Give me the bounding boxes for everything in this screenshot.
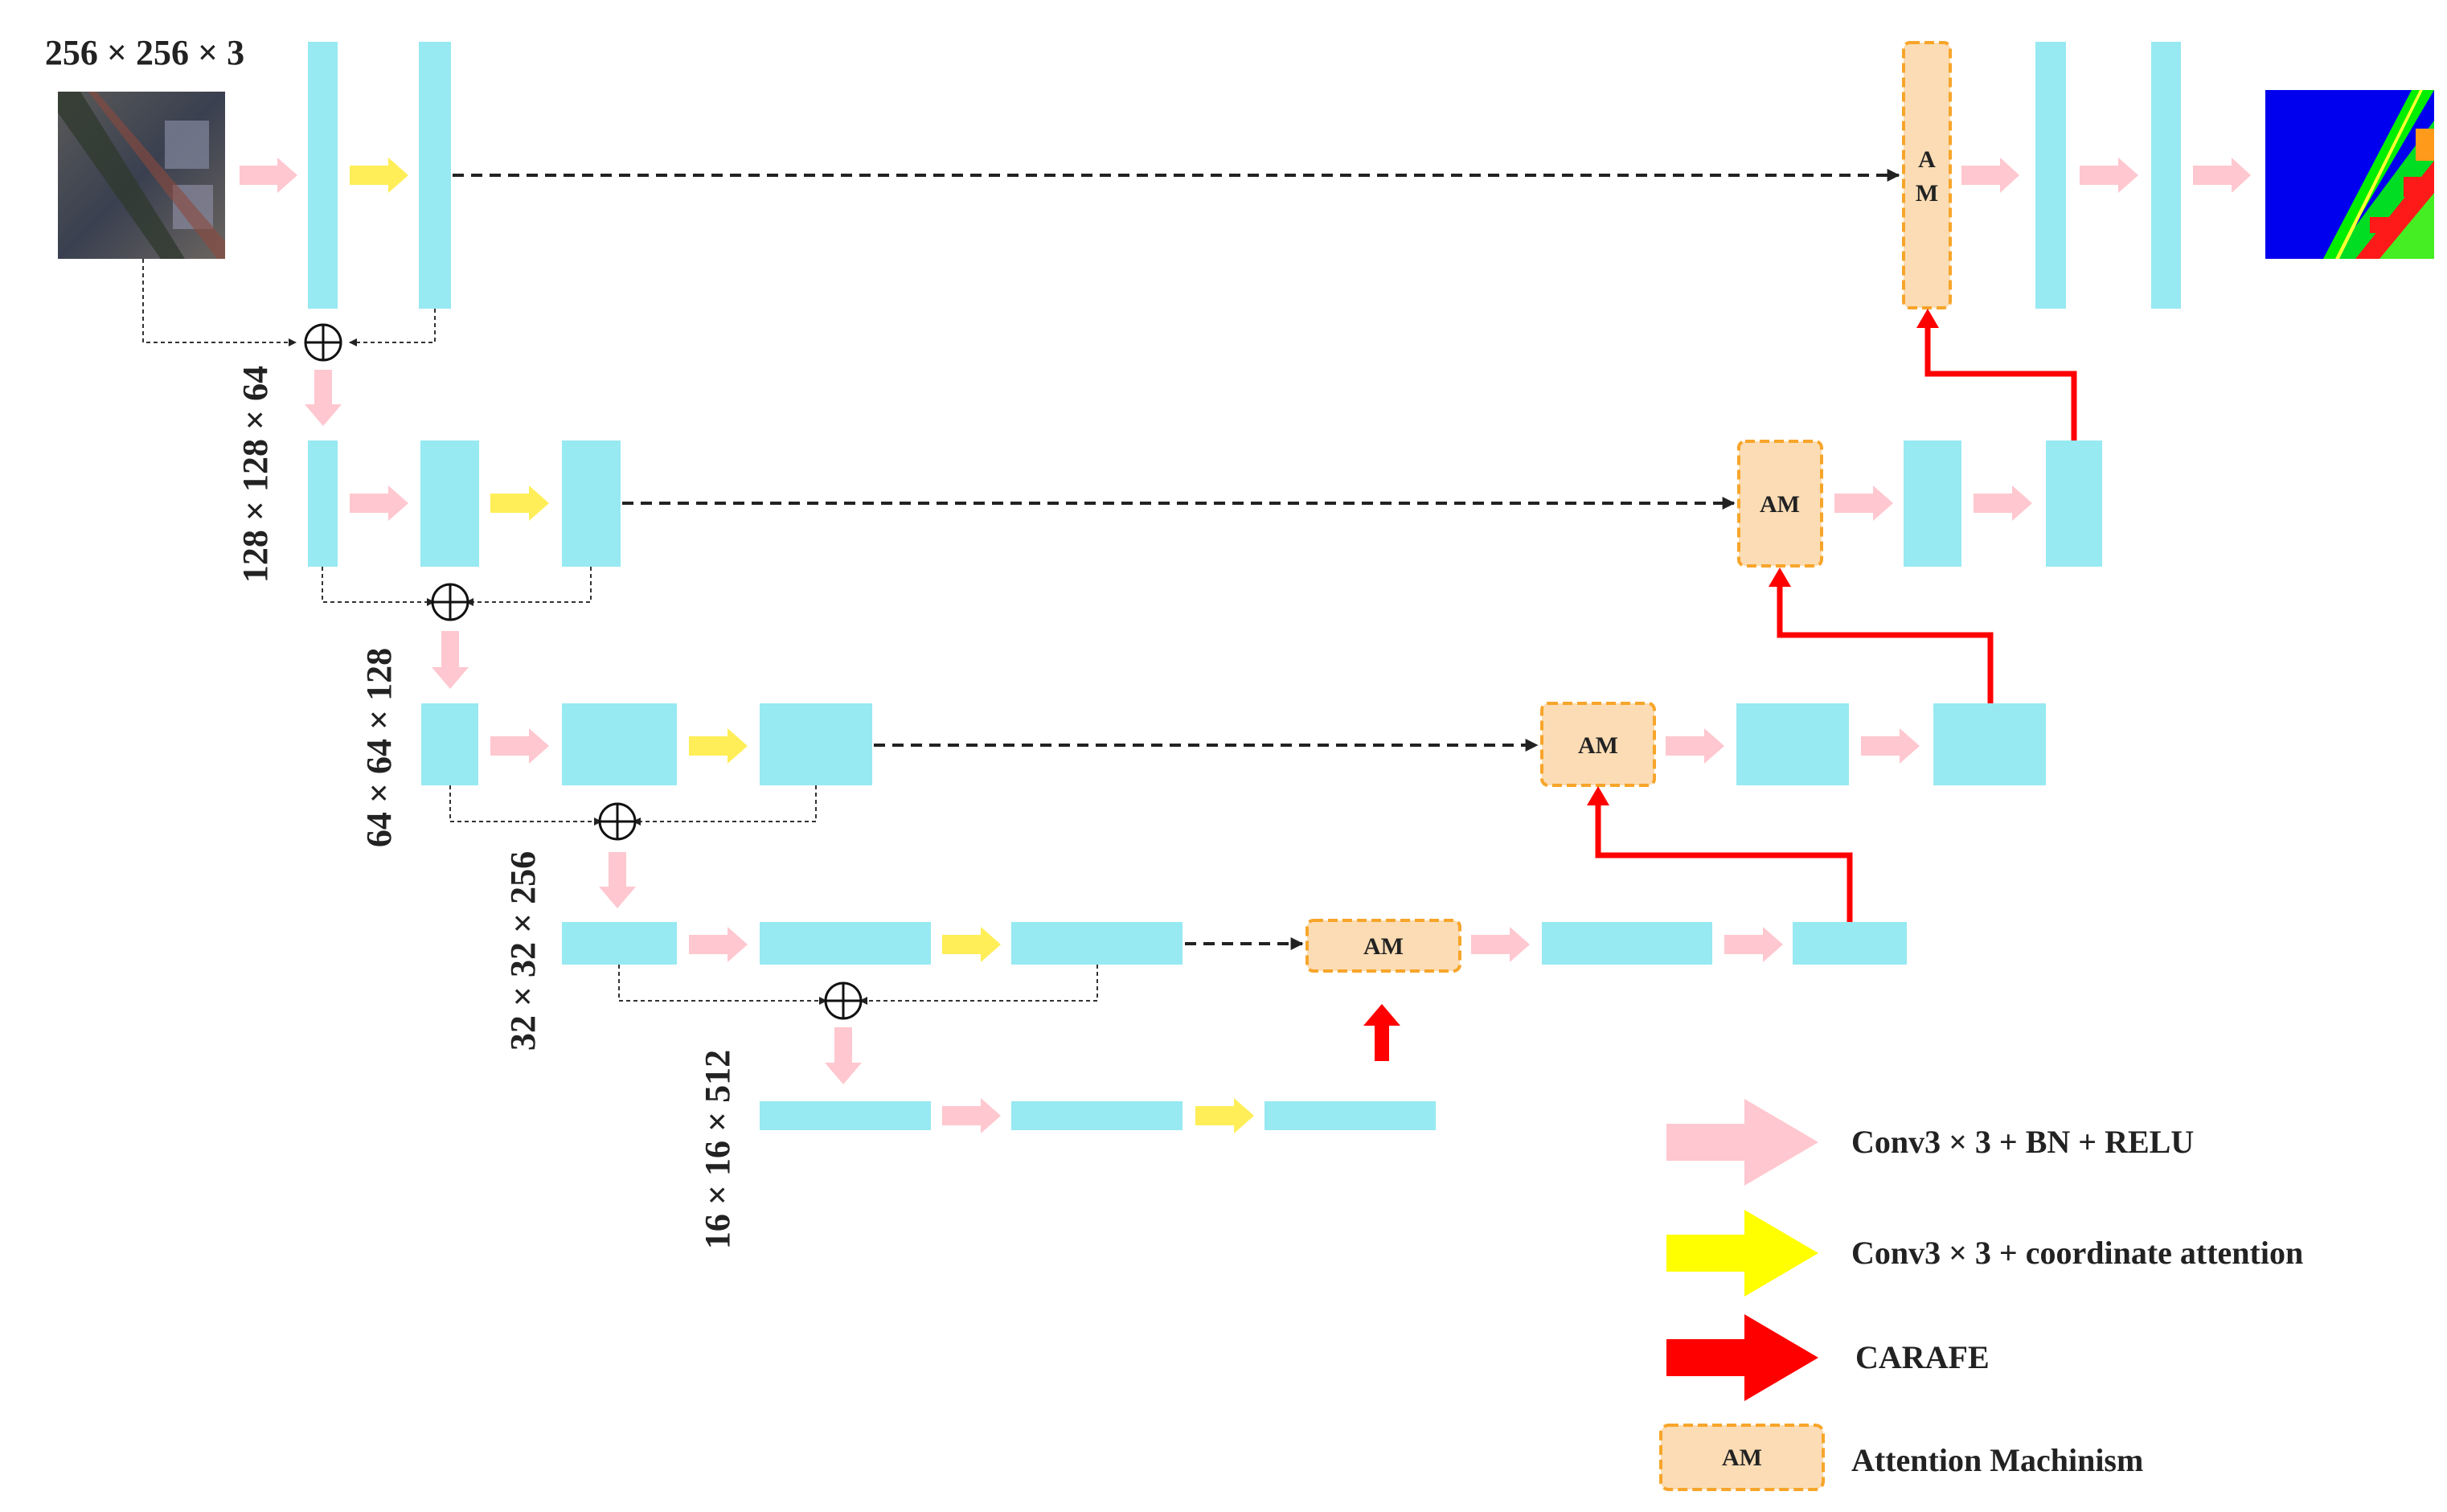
- carafe-paths: [1363, 309, 2077, 1061]
- carafe-bottleneck-up-arrow: [1363, 1004, 1400, 1061]
- dec-l1-block-2: [2151, 42, 2181, 309]
- level4-dim-label: 16 × 16 × 512: [698, 1050, 737, 1249]
- sum-icon-l3: [598, 802, 637, 841]
- dec-l4-block-1: [1542, 922, 1712, 965]
- level3-dim-label: 32 × 32 × 256: [503, 851, 543, 1051]
- am-l1-letter-a: A: [1918, 146, 1936, 173]
- legend-yellow-arrow-icon: [1666, 1210, 1818, 1297]
- enc-l4-block-2: [760, 922, 931, 965]
- enc-l4-block-3: [1011, 922, 1183, 965]
- am-box-l4: [1305, 919, 1461, 973]
- sum-icon-l4: [824, 981, 863, 1020]
- input-satellite-image: [58, 92, 225, 259]
- legend-coord-attention-label: Conv3 × 3 + coordinate attention: [1851, 1235, 2303, 1271]
- am-l1-letter-m: M: [1916, 180, 1938, 207]
- am-l4-label: AM: [1363, 933, 1404, 960]
- residual-connectors: [142, 259, 1098, 1005]
- sum-icon-l2: [431, 583, 469, 621]
- am-box-l3: [1540, 702, 1656, 787]
- bottleneck-block-2: [1011, 1101, 1183, 1130]
- dec-l3-block-1: [1736, 703, 1849, 785]
- output-segmentation-map: [2265, 90, 2434, 259]
- enc-l1-block-2: [419, 42, 451, 309]
- enc-l2-block-3: [562, 440, 621, 567]
- am-box-l2: [1737, 440, 1823, 568]
- sum-nodes: [304, 323, 863, 1020]
- legend-red-arrow-icon: [1666, 1314, 1818, 1401]
- legend-attention-label: Attention Machinism: [1851, 1442, 2143, 1478]
- dec-l1-block-1: [2035, 42, 2066, 309]
- dec-l2-block-2: [2046, 440, 2102, 567]
- skip-connections: [453, 169, 1900, 950]
- enc-l2-block-1: [308, 440, 338, 567]
- dec-l3-block-2: [1933, 703, 2046, 785]
- level2-dim-label: 64 × 64 × 128: [359, 648, 399, 847]
- bottleneck-block-1: [760, 1101, 931, 1130]
- pink-conv-arrows: [240, 158, 2251, 1133]
- enc-l3-block-2: [562, 703, 677, 785]
- decoder-blocks: [1542, 42, 2181, 965]
- enc-l1-block-1: [308, 42, 338, 309]
- enc-l3-block-3: [760, 703, 872, 785]
- legend-am-box-icon: [1659, 1424, 1825, 1491]
- legend-conv-bn-relu-label: Conv3 × 3 + BN + RELU: [1851, 1124, 2194, 1160]
- dec-l2-block-1: [1904, 440, 1961, 567]
- level1-dim-label: 128 × 128 × 64: [236, 366, 275, 583]
- attention-modules: A M AM AM AM: [1305, 41, 1952, 973]
- encoder-blocks: [308, 42, 1436, 1130]
- bottleneck-block-3: [1264, 1101, 1436, 1130]
- legend: Conv3 × 3 + BN + RELU Conv3 × 3 + coordi…: [1659, 1099, 2303, 1491]
- enc-l3-block-1: [421, 703, 478, 785]
- dec-l4-block-2: [1793, 922, 1907, 965]
- enc-l4-block-1: [562, 922, 677, 965]
- am-box-l1: [1902, 41, 1952, 309]
- legend-carafe-label: CARAFE: [1855, 1339, 1990, 1375]
- am-l2-label: AM: [1760, 491, 1800, 518]
- am-l3-label: AM: [1578, 732, 1618, 759]
- legend-pink-arrow-icon: [1666, 1099, 1818, 1186]
- enc-l2-block-2: [420, 440, 479, 567]
- yellow-coord-attention-arrows: [350, 158, 1254, 1133]
- sum-icon-l1: [304, 323, 342, 362]
- legend-am-box-label: AM: [1722, 1444, 1762, 1471]
- input-dim-label: 256 × 256 × 3: [45, 33, 244, 72]
